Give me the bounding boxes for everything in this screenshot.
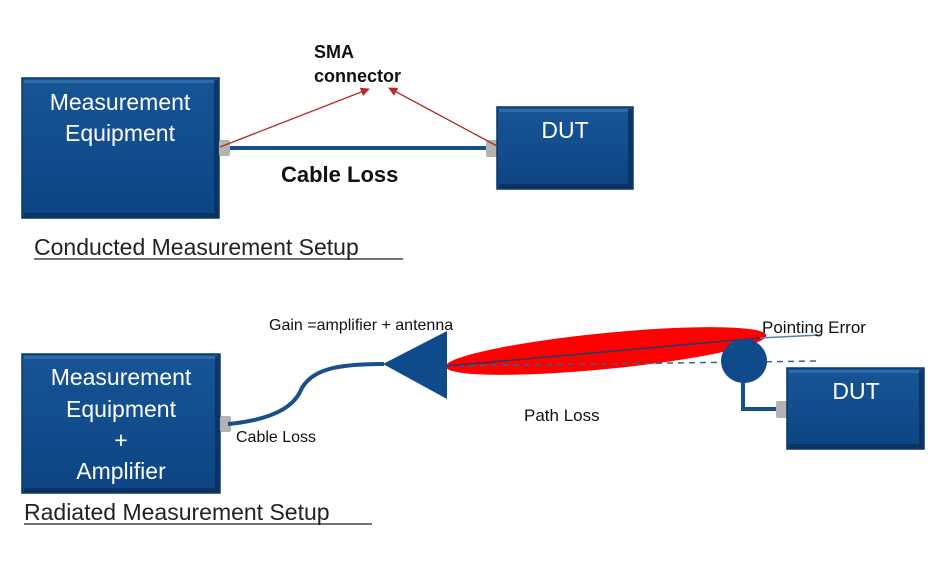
gain-label: Gain =amplifier + antenna [269,317,453,334]
equipment-sma-connector [219,140,230,156]
sma-label-line1: SMA [314,42,354,62]
pointing-error-label: Pointing Error [762,318,866,337]
beam-axis-line [446,337,761,367]
sma-label-line2: connector [314,66,401,86]
radiated-equipment-label-line4: Amplifier [76,458,166,484]
antenna-icon [383,331,447,399]
radiated-dut-box: DUT [786,367,925,450]
radiated-equipment-label-line1: Measurement [51,364,192,390]
sma-arrow-right [388,87,498,147]
conducted-dut-label: DUT [541,117,588,143]
conducted-title: Conducted Measurement Setup [34,234,359,260]
amplifier-connector [220,416,231,432]
antenna-beam [445,327,767,375]
conducted-cable-loss-label: Cable Loss [281,162,398,187]
radiated-dut-label: DUT [832,378,879,404]
dut-sma-connector [486,140,498,157]
sma-arrow-left [219,87,370,148]
conducted-dut-box: DUT [496,106,634,190]
radiated-equipment-label-line2: Equipment [66,396,177,422]
radiated-title: Radiated Measurement Setup [24,499,330,525]
conducted-setup: Measurement Equipment DUT SMA connector … [21,42,634,260]
conducted-equipment-box: Measurement Equipment [21,77,220,219]
radiated-dut-connector [776,401,788,418]
pointing-error-line [759,334,821,339]
radiated-cable [227,362,385,426]
conducted-equipment-label-line2: Equipment [65,120,176,146]
dut-antenna-icon [721,339,767,383]
radiated-equipment-box: Measurement Equipment + Amplifier [21,353,221,494]
dut-antenna-feed [741,382,780,411]
conducted-equipment-label-line1: Measurement [50,89,191,115]
radiated-cable-loss-label: Cable Loss [236,429,316,446]
radiated-setup: Measurement Equipment + Amplifier [21,317,925,525]
path-loss-label: Path Loss [524,406,600,425]
radiated-equipment-label-line3: + [114,427,127,453]
